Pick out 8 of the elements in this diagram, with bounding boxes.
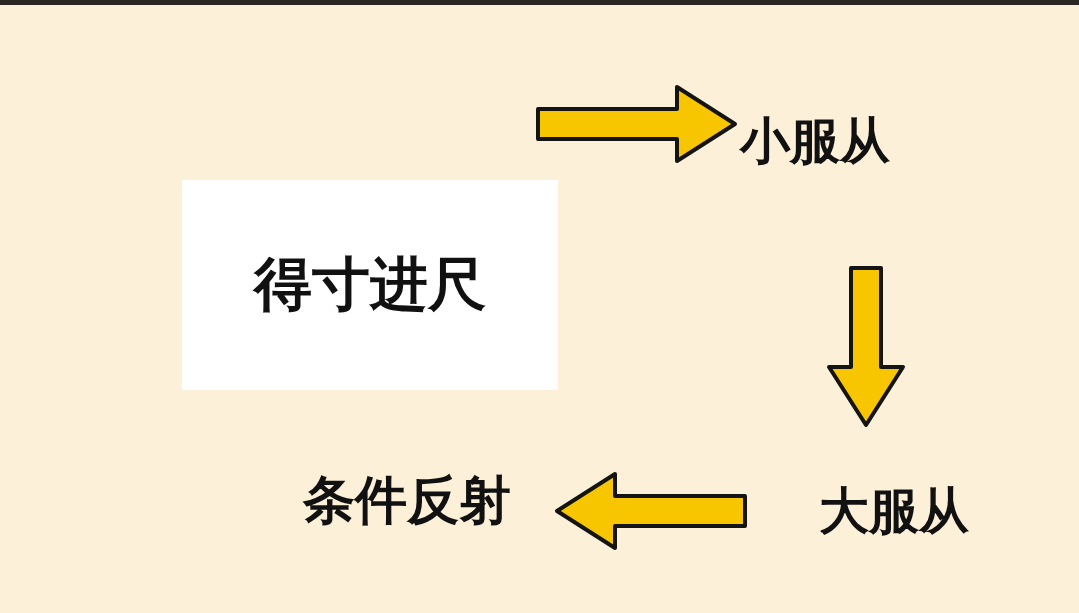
card-title: 得寸进尺 <box>254 249 486 320</box>
node-label: 小服从 <box>740 100 940 182</box>
concept-card <box>182 180 558 390</box>
block-arrow <box>827 266 905 427</box>
node-label: 大服从 <box>752 480 1036 542</box>
node-label: 条件反射 <box>262 470 552 532</box>
block-arrow <box>555 472 747 550</box>
block-arrow <box>536 85 737 163</box>
